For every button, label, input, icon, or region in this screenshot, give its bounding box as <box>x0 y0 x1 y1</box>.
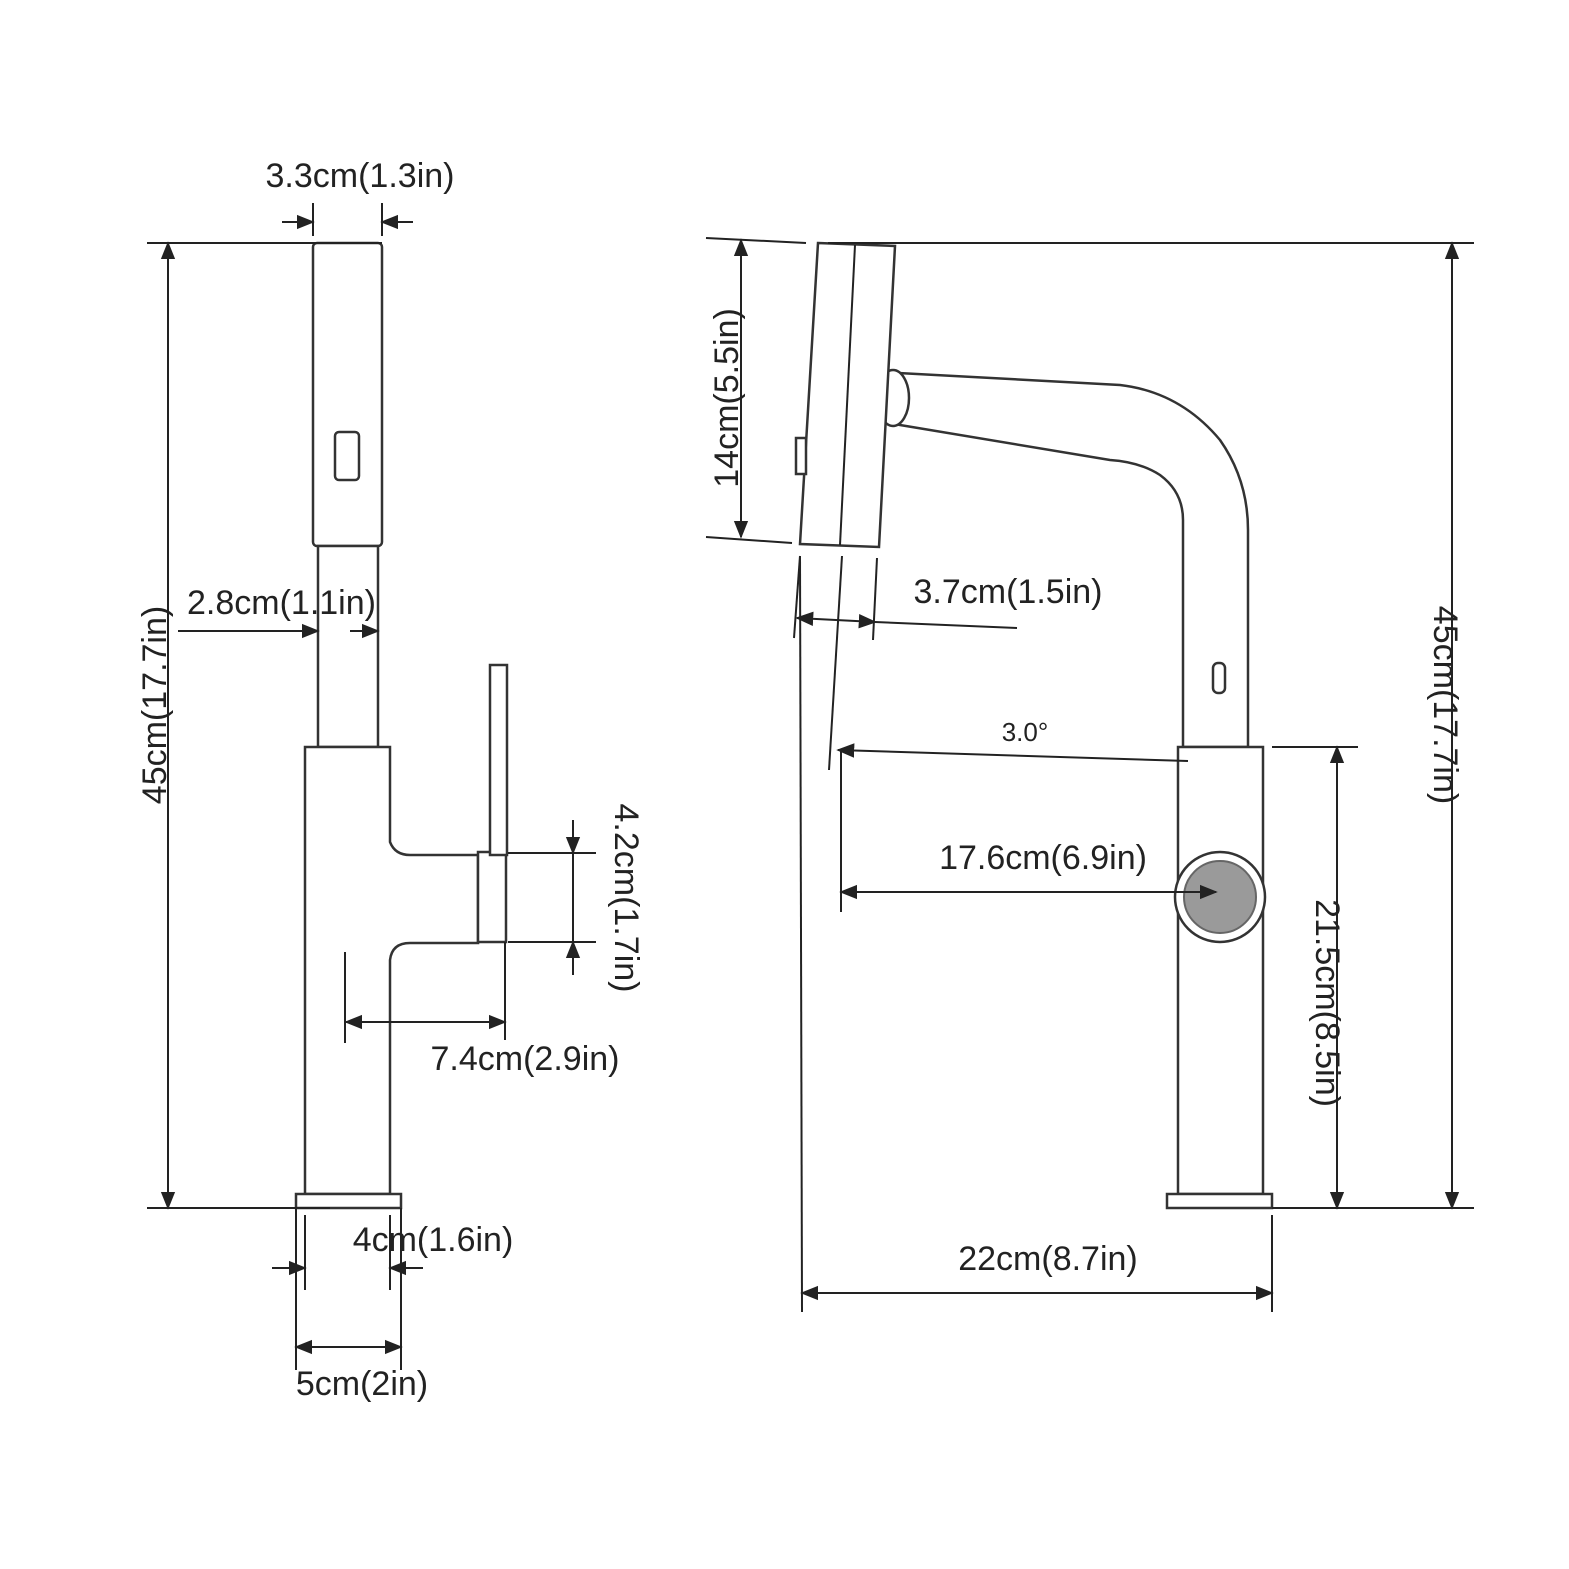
label-handle-length: 7.4cm(2.9in) <box>431 1040 620 1078</box>
pull-hose <box>316 544 380 749</box>
label-reach: 17.6cm(6.9in) <box>939 839 1147 877</box>
label-hose-width: 2.8cm(1.1in) <box>187 584 376 622</box>
side-slot <box>1211 661 1227 695</box>
dim-tilt-angle: 3.0° <box>828 555 1189 771</box>
faucet-base <box>1165 1192 1274 1210</box>
spray-head-seam <box>839 244 856 546</box>
dim-spray-head-depth: 3.7cm(1.5in) <box>793 555 1103 641</box>
dim-handle-height: 4.2cm(1.7in) <box>508 804 645 993</box>
handle-lever <box>488 663 509 857</box>
label-body-height: 21.5cm(8.5in) <box>1308 899 1346 1107</box>
dim-spray-head-width: 3.3cm(1.3in) <box>266 157 455 236</box>
dim-spray-head-height: 14cm(5.5in) <box>705 237 807 544</box>
label-base-outer-width: 5cm(2in) <box>296 1365 428 1403</box>
side-view: 3.3cm(1.3in) 45cm(17.7in) 2.8cm(1.1in) 4… <box>136 157 645 1403</box>
label-spray-head-depth: 3.7cm(1.5in) <box>914 573 1103 611</box>
dim-handle-length: 7.4cm(2.9in) <box>344 942 620 1078</box>
label-front-total-height: 45cm(17.7in) <box>1426 606 1464 804</box>
faucet-body <box>303 745 480 1196</box>
spray-head <box>311 241 384 548</box>
front-view-faucet <box>794 241 1274 1210</box>
label-tilt-angle: 3.0° <box>1002 717 1049 747</box>
label-spray-head-height: 14cm(5.5in) <box>708 308 746 488</box>
dim-reach: 17.6cm(6.9in) <box>839 750 1218 912</box>
label-base-inner-width: 4cm(1.6in) <box>353 1221 514 1259</box>
spout-arm <box>876 370 1250 749</box>
label-spray-head-width: 3.3cm(1.3in) <box>266 157 455 195</box>
dim-total-width: 22cm(8.7in) <box>799 555 1274 1313</box>
dim-side-total-height: 45cm(17.7in) <box>136 241 382 1210</box>
dim-base-widths: 4cm(1.6in) 5cm(2in) <box>272 1208 513 1403</box>
dim-front-total-height: 45cm(17.7in) <box>828 241 1474 1210</box>
spray-button-icon <box>333 430 361 482</box>
dim-hose-width: 2.8cm(1.1in) <box>178 584 380 639</box>
label-handle-height: 4.2cm(1.7in) <box>607 804 645 993</box>
side-view-faucet <box>294 241 509 1210</box>
label-total-width: 22cm(8.7in) <box>958 1240 1138 1278</box>
label-side-total-height: 45cm(17.7in) <box>136 606 174 804</box>
faucet-base <box>294 1192 403 1210</box>
spray-button-icon <box>794 436 808 476</box>
control-knob-texture <box>1183 860 1257 934</box>
dim-body-height: 21.5cm(8.5in) <box>1272 745 1358 1210</box>
faucet-body <box>1176 745 1265 1196</box>
front-view: 14cm(5.5in) 3.7cm(1.5in) 3.0° 17.6cm(6.9… <box>705 237 1474 1313</box>
handle-collar <box>476 850 508 944</box>
